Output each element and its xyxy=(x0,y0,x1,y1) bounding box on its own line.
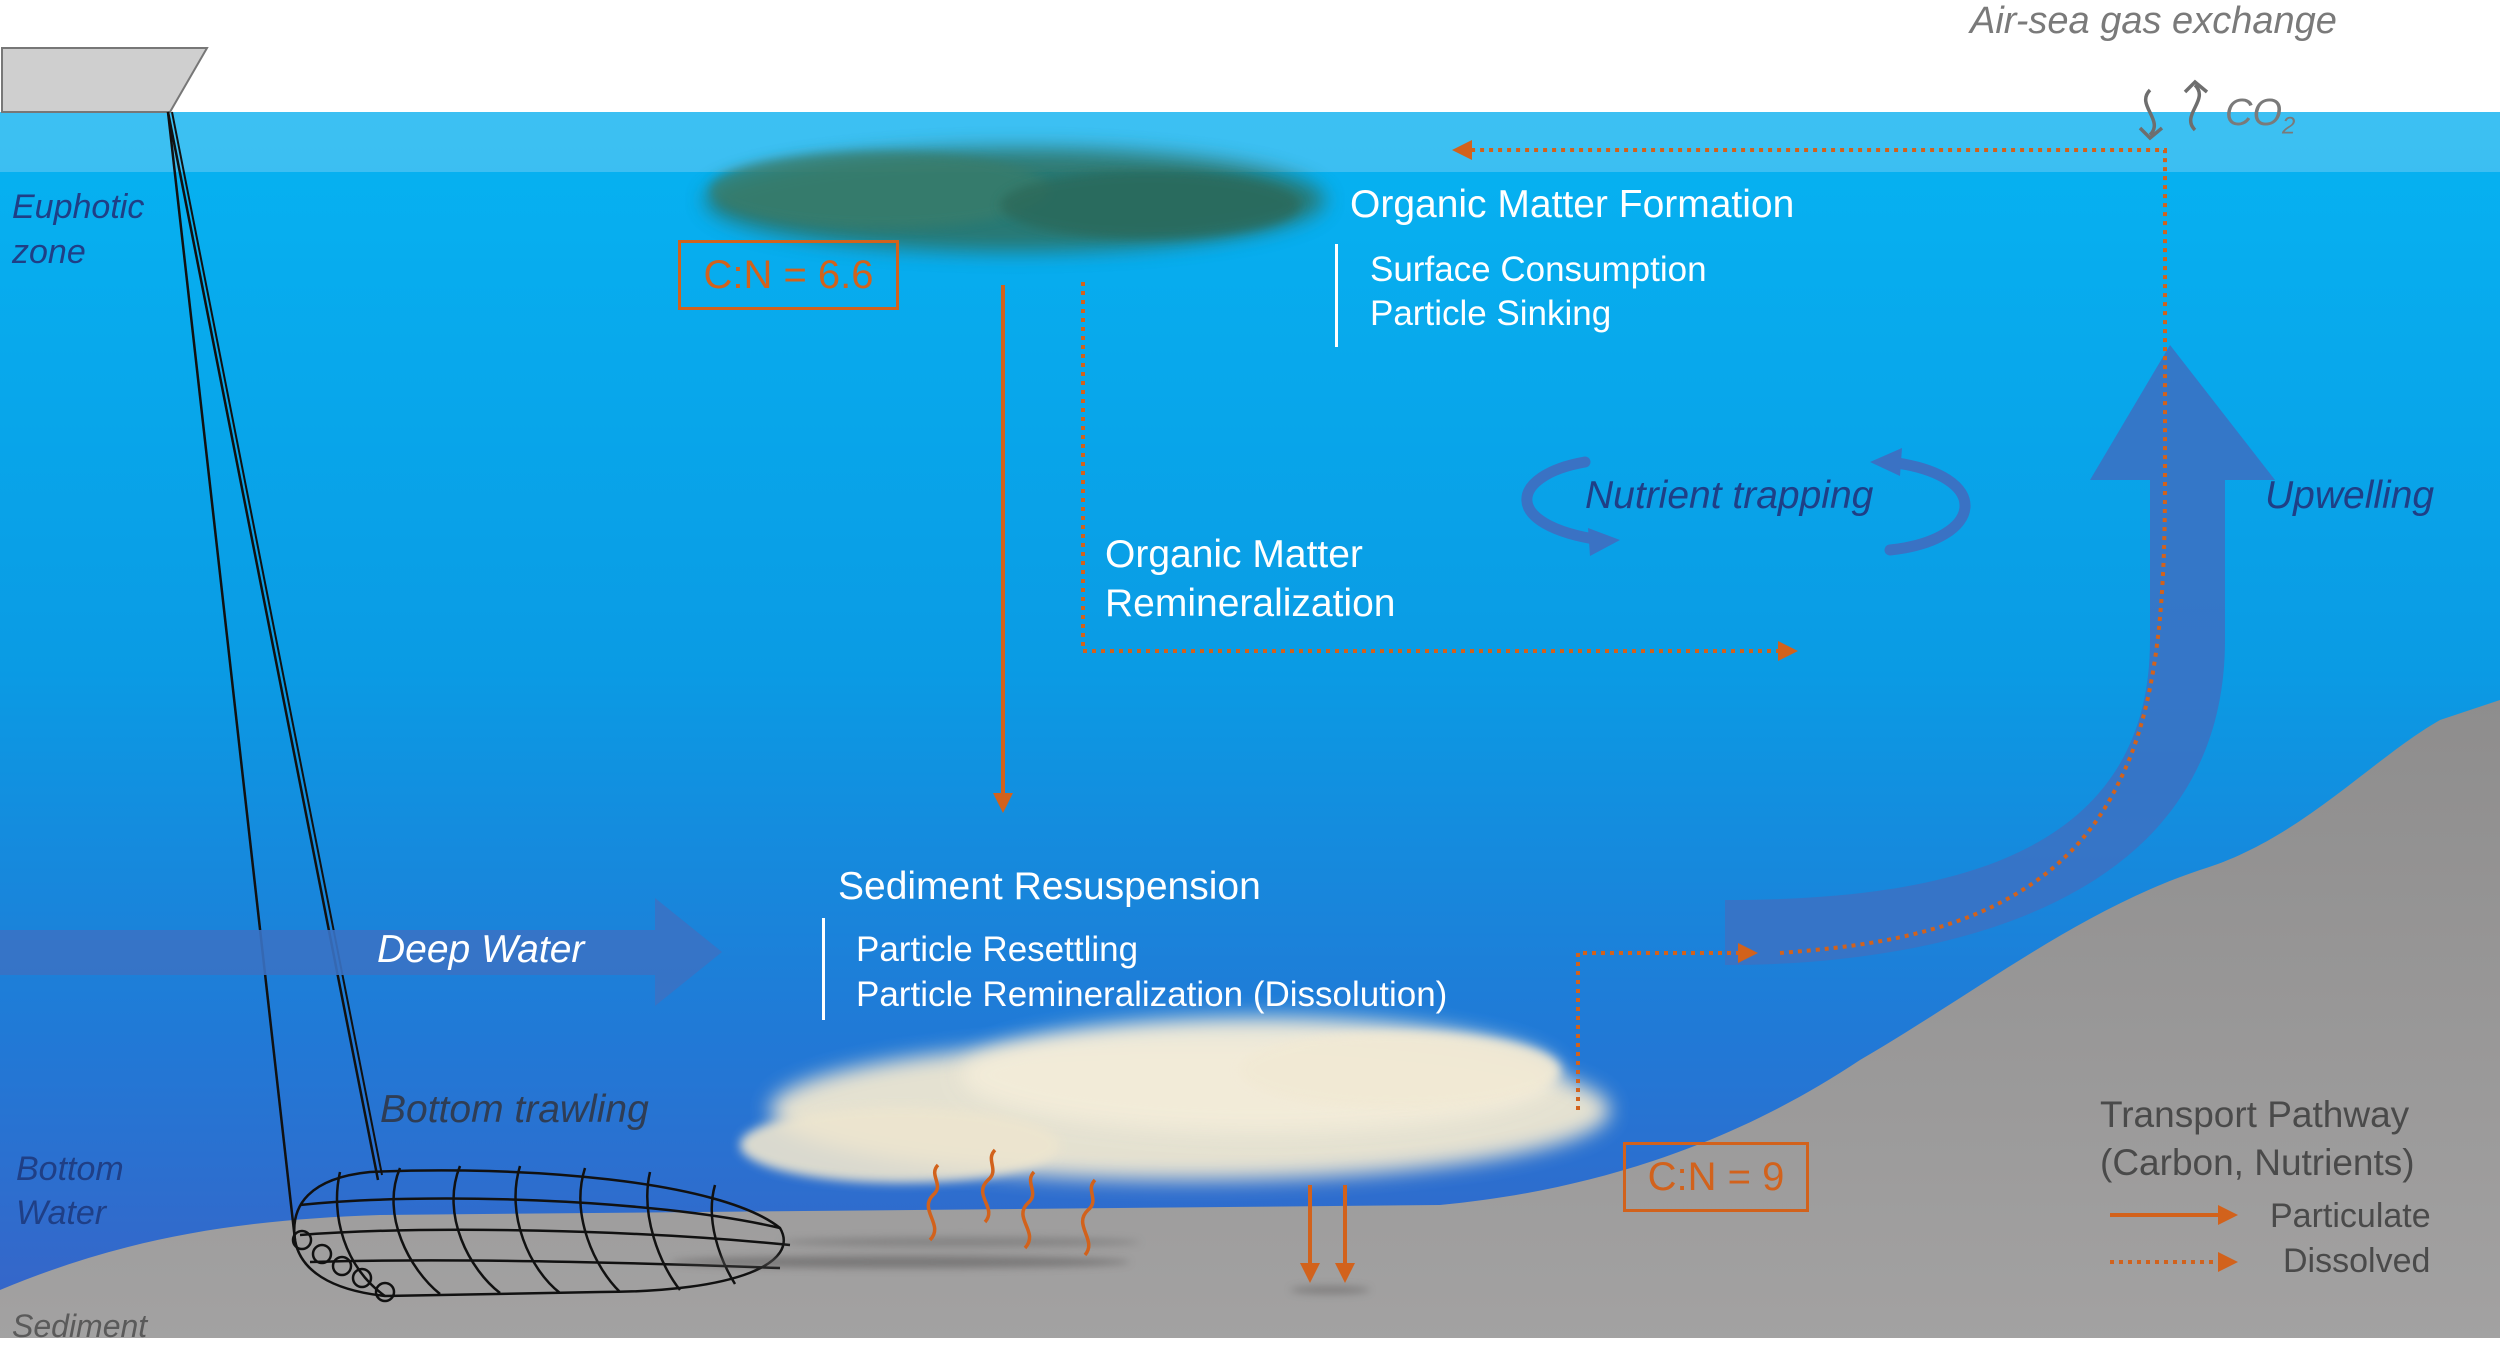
nutrient-trapping-label: Nutrient trapping xyxy=(1585,474,1874,517)
phytoplankton-cloud xyxy=(705,148,1325,252)
om-remineralization-label-2: Remineralization xyxy=(1105,582,1396,625)
legend-dissolved-label: Dissolved xyxy=(2283,1242,2431,1280)
trawl-track xyxy=(670,1256,1130,1268)
cn-ratio-surface-box: C:N = 6.6 xyxy=(678,240,899,310)
legend-title: Transport Pathway xyxy=(2100,1094,2410,1135)
euphotic-zone-label: Euphotic zone xyxy=(12,188,145,271)
om-formation-label: Organic Matter Formation xyxy=(1350,183,1795,226)
legend-particulate-label: Particulate xyxy=(2270,1197,2431,1235)
sediment-label: Sediment xyxy=(12,1308,148,1344)
resuspension-squiggles xyxy=(926,1148,1097,1257)
formation-divider xyxy=(1335,244,1338,347)
ocean-surface-glow xyxy=(0,112,2500,172)
legend-subtitle: (Carbon, Nutrients) xyxy=(2100,1142,2415,1183)
deep-water-label: Deep Water xyxy=(377,928,585,971)
sky-area xyxy=(0,0,2500,118)
boat-icon xyxy=(1,47,209,113)
co2-exchange-arrows xyxy=(2138,79,2209,141)
trawl-net-icon xyxy=(291,1165,791,1303)
upwelling-label: Upwelling xyxy=(2265,474,2435,517)
sediment-cloud xyxy=(740,1017,1610,1183)
trawl-cable xyxy=(166,111,297,1241)
air-sea-label: Air-sea gas exchange xyxy=(1970,0,2337,42)
bottom-water-label: Bottom Water xyxy=(16,1150,124,1232)
settling-shadow xyxy=(1290,1286,1370,1294)
trawl-cable xyxy=(171,111,383,1176)
cn-ratio-bottom-box: C:N = 9 xyxy=(1623,1142,1809,1212)
co2-label: CO2 xyxy=(2225,92,2296,140)
trawl-cable xyxy=(166,111,380,1181)
particle-remineralization-label: Particle Remineralization (Dissolution) xyxy=(856,975,1448,1014)
dissolved-flows xyxy=(1081,140,2238,1272)
surface-consumption-label: Surface Consumption xyxy=(1370,250,1707,289)
deep-water-arrow xyxy=(0,898,722,1006)
resuspension-divider xyxy=(822,918,825,1020)
bottom-edge xyxy=(0,1338,2500,1348)
particle-sinking-label: Particle Sinking xyxy=(1370,294,1612,333)
upwelling-arrow xyxy=(1725,345,2275,965)
sediment-resuspension-label: Sediment Resuspension xyxy=(838,865,1261,908)
nutrient-trapping-arrows xyxy=(1521,448,1971,556)
trawl-track xyxy=(780,1237,1140,1247)
om-remineralization-label-1: Organic Matter xyxy=(1105,533,1363,576)
seafloor xyxy=(0,700,2500,1348)
particle-resettling-label: Particle Resettling xyxy=(856,930,1139,969)
particulate-flows xyxy=(993,285,2238,1283)
bottom-trawling-label: Bottom trawling xyxy=(380,1088,649,1131)
